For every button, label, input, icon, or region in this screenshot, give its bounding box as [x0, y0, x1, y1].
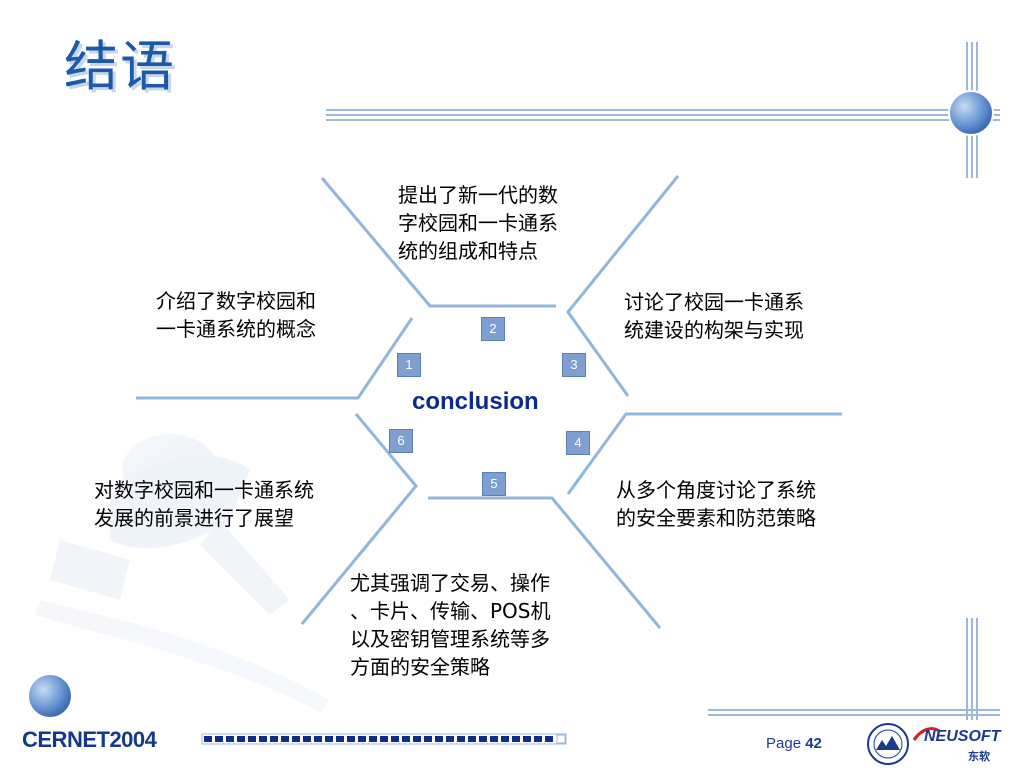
point-5-line: 尤其强调了交易、操作 — [350, 571, 550, 595]
badge-3: 3 — [562, 353, 586, 377]
point-2-line: 提出了新一代的数 — [398, 183, 558, 207]
point-3-text: 讨论了校园一卡通系 统建设的构架与实现 — [624, 288, 864, 344]
runner-watermark — [35, 434, 330, 712]
page-number-value: 42 — [805, 735, 822, 752]
university-seal-icon — [867, 723, 909, 765]
point-1-text: 介绍了数字校园和 一卡通系统的概念 — [156, 287, 366, 343]
center-label: conclusion — [412, 388, 539, 415]
footer-dotted-bar — [201, 733, 567, 745]
neusoft-logo-text: NEUSOFT — [924, 728, 1001, 745]
top-right-sphere — [948, 90, 994, 136]
point-3-line: 统建设的构架与实现 — [624, 318, 804, 342]
point-1-line: 介绍了数字校园和 — [156, 289, 316, 313]
conclusion-diagram-lines — [136, 175, 842, 629]
point-5-line: 、卡片、传输、POS机 — [350, 599, 551, 623]
badge-5: 5 — [482, 472, 506, 496]
bottom-left-sphere — [27, 673, 73, 719]
point-6-line: 发展的前景进行了展望 — [94, 506, 294, 530]
point-5-line: 以及密钥管理系统等多 — [350, 627, 550, 651]
neusoft-swoosh-icon — [912, 727, 942, 741]
page-number: Page 42 — [766, 735, 822, 752]
slide-title: 结语 — [64, 35, 176, 98]
point-5-text: 尤其强调了交易、操作 、卡片、传输、POS机 以及密钥管理系统等多 方面的安全策… — [350, 569, 630, 681]
point-6-line: 对数字校园和一卡通系统 — [94, 478, 314, 502]
point-2-text: 提出了新一代的数 字校园和一卡通系 统的组成和特点 — [398, 181, 608, 265]
point-2-line: 统的组成和特点 — [398, 239, 538, 263]
point-5-line: 方面的安全策略 — [350, 655, 490, 679]
point-4-line: 的安全要素和防范策略 — [616, 506, 816, 530]
badge-1: 1 — [397, 353, 421, 377]
badge-6: 6 — [389, 429, 413, 453]
neusoft-logo-cn: 东软 — [968, 750, 990, 763]
point-2-line: 字校园和一卡通系 — [398, 211, 558, 235]
point-6-text: 对数字校园和一卡通系统 发展的前景进行了展望 — [94, 476, 394, 532]
page-label: Page — [766, 735, 802, 752]
point-4-line: 从多个角度讨论了系统 — [616, 478, 816, 502]
point-3-line: 讨论了校园一卡通系 — [624, 290, 804, 314]
point-4-text: 从多个角度讨论了系统 的安全要素和防范策略 — [616, 476, 886, 532]
badge-2: 2 — [481, 317, 505, 341]
badge-4: 4 — [566, 431, 590, 455]
footer-event-label: CERNET2004 — [22, 727, 157, 752]
point-1-line: 一卡通系统的概念 — [156, 317, 316, 341]
